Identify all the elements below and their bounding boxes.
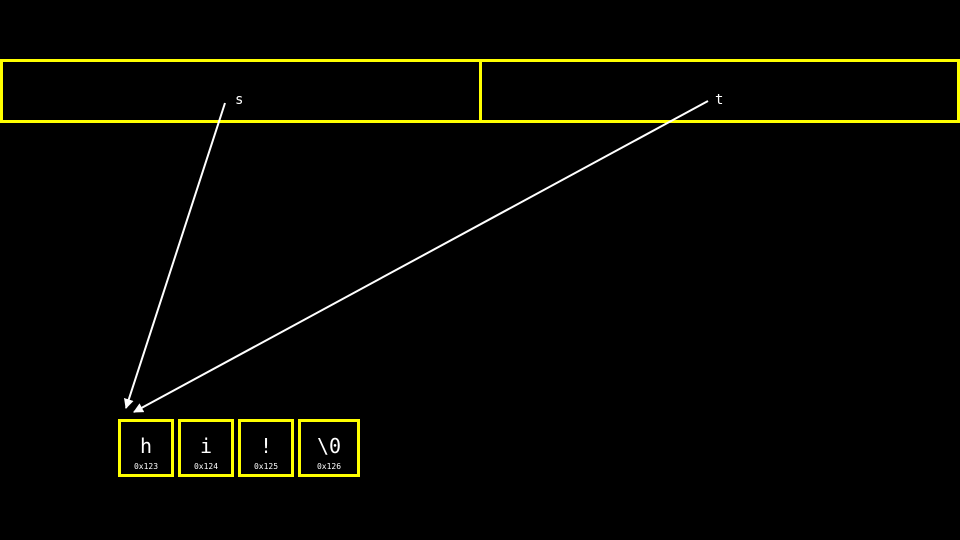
char-address: 0x126 [316, 462, 342, 471]
pointer-label-s: s [235, 92, 244, 108]
char-cell: ! 0x125 [238, 419, 294, 477]
pointer-label-t: t [715, 92, 724, 108]
char-value: \0 [316, 434, 342, 458]
char-value: ! [259, 434, 273, 458]
pointer-variable-t-box [479, 59, 960, 123]
char-cell: h 0x123 [118, 419, 174, 477]
arrow-t-icon [133, 100, 709, 413]
char-address: 0x124 [193, 462, 219, 471]
char-address: 0x123 [133, 462, 159, 471]
arrow-s-icon [124, 102, 226, 409]
char-value: h [139, 434, 153, 458]
char-cell: \0 0x126 [298, 419, 360, 477]
char-cell: i 0x124 [178, 419, 234, 477]
char-address: 0x125 [253, 462, 279, 471]
char-value: i [199, 434, 213, 458]
